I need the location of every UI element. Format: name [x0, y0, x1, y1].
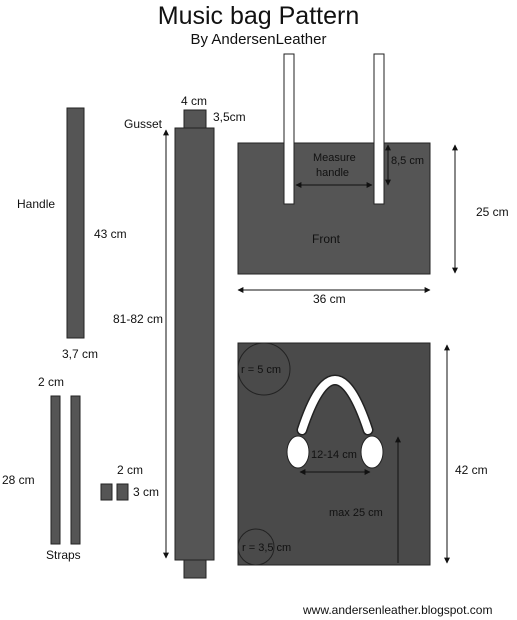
back-corner-radius-bottom-label: r = 3,5 cm	[242, 542, 291, 554]
straps-length-label: 28 cm	[2, 473, 35, 487]
back-height-label: 42 cm	[455, 463, 488, 477]
back-handle-end-right	[360, 435, 384, 469]
gusset-tab-width-label: 4 cm	[181, 94, 207, 108]
front-width-label: 36 cm	[313, 292, 346, 306]
gusset-body	[174, 127, 215, 561]
page-title: Music bag Pattern	[157, 2, 360, 30]
front-measure-label-1: Measure	[313, 152, 356, 164]
gusset-top-tab	[183, 109, 207, 129]
back-handle-end-left	[286, 435, 310, 469]
back-corner-circle-top	[237, 342, 291, 396]
back-corner-circle-bottom	[237, 528, 275, 566]
back-handle-width-label: 12-14 cm	[311, 449, 357, 461]
back-handle-arc-fill	[298, 376, 372, 434]
front-label: Front	[312, 232, 341, 246]
straps-label: Straps	[46, 548, 81, 562]
back-handle-max-label: max 25 cm	[329, 507, 383, 519]
small-pieces-width-label: 2 cm	[117, 463, 143, 477]
front-piece	[237, 142, 431, 275]
footer-url: www.andersenleather.blogspot.com	[302, 603, 492, 617]
gusset-length-label: 81-82 cm	[113, 312, 163, 326]
gusset-bottom-tab	[183, 559, 207, 579]
straps-width-label: 2 cm	[38, 375, 64, 389]
small-pieces-length-label: 3 cm	[133, 485, 159, 499]
page-subtitle: By AndersenLeather	[190, 31, 327, 48]
gusset-label: Gusset	[124, 117, 163, 131]
handle-piece	[66, 107, 85, 339]
handle-length-label: 43 cm	[94, 227, 127, 241]
strap-piece-1	[50, 395, 61, 545]
front-strap-left	[283, 53, 295, 205]
strap-piece-2	[70, 395, 81, 545]
gusset-tab-height-label: 3,5cm	[213, 110, 246, 124]
handle-label: Handle	[17, 197, 55, 211]
back-corner-radius-top-label: r = 5 cm	[241, 364, 281, 376]
front-height-label: 25 cm	[476, 205, 509, 219]
handle-width-label: 3,7 cm	[62, 347, 98, 361]
front-strap-right	[373, 53, 385, 205]
front-strap-height-label: 8,5 cm	[391, 155, 424, 167]
small-piece-1	[100, 483, 113, 501]
front-measure-label-2: handle	[316, 167, 349, 179]
small-piece-2	[116, 483, 129, 501]
